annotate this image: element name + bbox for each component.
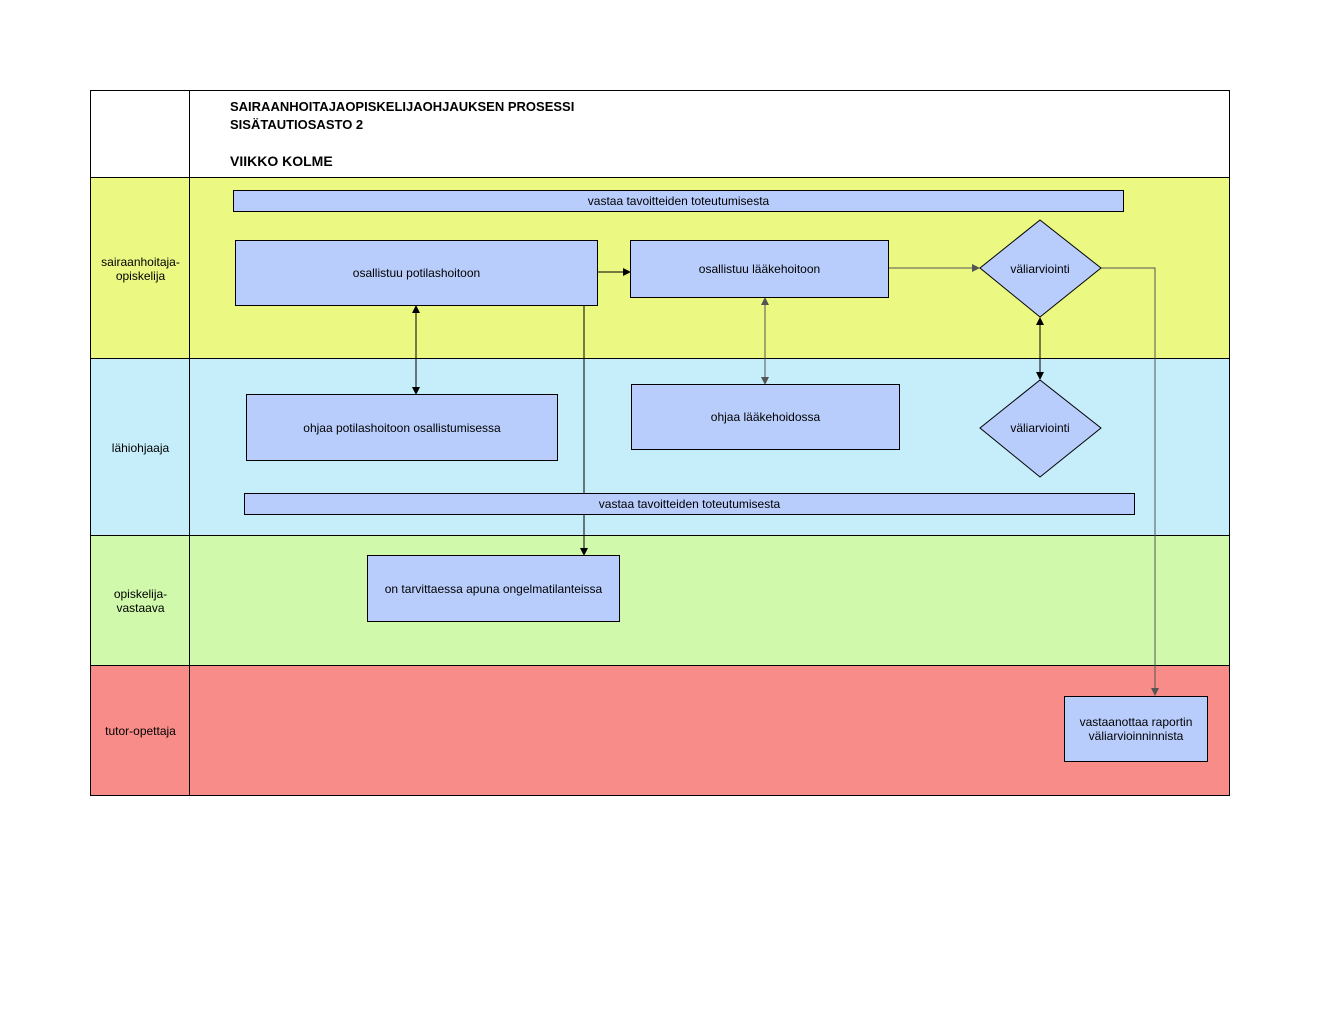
lane-header bbox=[91, 91, 1229, 178]
lane-label-student: sairaanhoitaja- opiskelija bbox=[101, 254, 180, 283]
student-medication-box: osallistuu lääkehoitoon bbox=[630, 240, 889, 298]
lane-tutor bbox=[91, 666, 1229, 795]
lane-label-tutor: tutor-opettaja bbox=[105, 723, 176, 738]
lane-responsible bbox=[91, 536, 1229, 666]
diagram-frame bbox=[90, 90, 1230, 796]
supervisor-medication-box: ohjaa lääkehoidossa bbox=[631, 384, 900, 450]
student-midterm-label: väliarviointi bbox=[1010, 262, 1070, 276]
week-label: VIIKKO KOLME bbox=[230, 153, 333, 169]
supervisor-goals-bar: vastaa tavoitteiden toteutumisesta bbox=[244, 493, 1135, 515]
lane-label-responsible: opiskelija- vastaava bbox=[113, 587, 168, 615]
decision-diamond-student bbox=[979, 219, 1102, 318]
supervisor-midterm-label: väliarviointi bbox=[1010, 421, 1070, 435]
responsible-help-box: on tarvittaessa apuna ongelmatilanteissa bbox=[367, 555, 620, 622]
lane-label-supervisor: lähiohjaaja bbox=[111, 440, 170, 455]
page-subtitle: SISÄTAUTIOSASTO 2 bbox=[230, 117, 364, 132]
student-goals-bar: vastaa tavoitteiden toteutumisesta bbox=[233, 190, 1124, 212]
arrow-midterm-to-tutor bbox=[1101, 267, 1159, 696]
tutor-report-box: vastaanottaa raportin väliarvioinninnist… bbox=[1064, 696, 1208, 762]
supervisor-patient-care-box: ohjaa potilashoitoon osallistumisessa bbox=[246, 394, 558, 461]
decision-diamond-supervisor bbox=[979, 379, 1102, 478]
lane-divider bbox=[189, 91, 190, 795]
student-patient-care-box: osallistuu potilashoitoon bbox=[235, 240, 598, 306]
page-title: SAIRAANHOITAJAOPISKELIJAOHJAUKSEN PROSES… bbox=[230, 99, 575, 114]
